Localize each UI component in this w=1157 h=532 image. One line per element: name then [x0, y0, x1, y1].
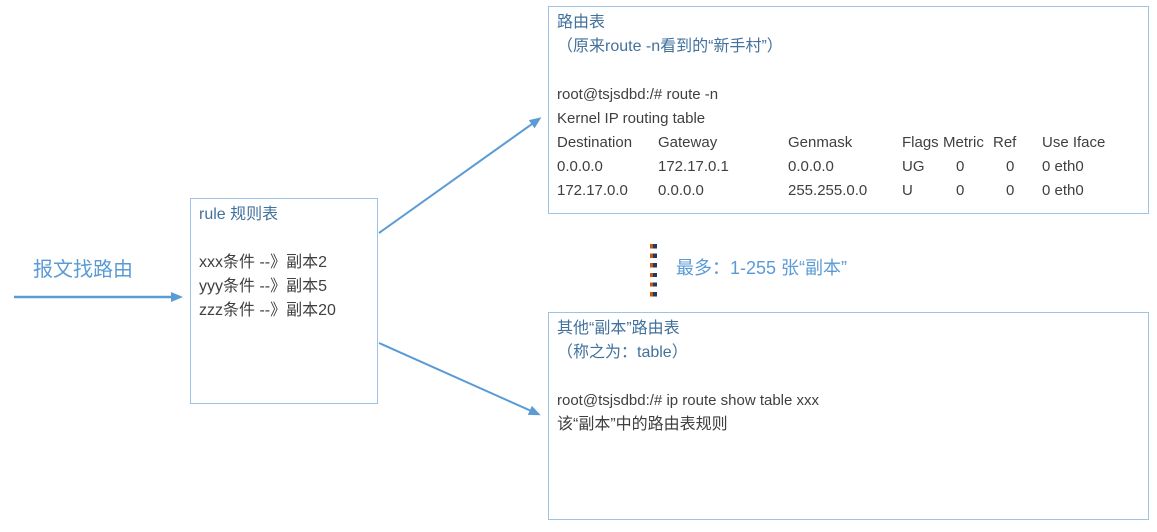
rule-table-box: rule 规则表 xxx条件 --》副本2 yyy条件 --》副本5 zzz条件… — [190, 198, 378, 404]
col-genmask: Genmask — [788, 134, 853, 151]
rule-entry-yyy: yyy条件 --》副本5 — [199, 278, 328, 295]
cell-destination: 172.17.0.0 — [557, 182, 628, 199]
cell-ref: 0 — [1006, 182, 1015, 199]
routing-table-row: 172.17.0.0 0.0.0.0 255.255.0.0 U 0 0 0 e… — [557, 179, 1140, 203]
spacer — [557, 365, 1140, 389]
cell-metric: 0 — [956, 182, 965, 199]
capacity-note: 最多：1-255 张“副本” — [676, 258, 848, 278]
other-route-table-title: 其他“副本”路由表 — [557, 320, 680, 337]
dotted-line-navy-strip — [653, 244, 657, 300]
other-route-table-description: 该“副本”中的路由表规则 — [557, 416, 728, 433]
cell-genmask: 255.255.0.0 — [788, 182, 868, 199]
spacer — [557, 59, 1140, 83]
cell-use-iface: 0 eth0 — [1042, 182, 1084, 199]
routing-table-row: 0.0.0.0 172.17.0.1 0.0.0.0 UG 0 0 0 eth0 — [557, 155, 1140, 179]
col-gateway: Gateway — [658, 134, 718, 151]
dotted-line-orange-strip — [650, 244, 653, 300]
other-route-table-subtitle: （称之为：table） — [557, 344, 688, 361]
rule-table-title: rule 规则表 — [199, 206, 279, 223]
rule-entry-xxx: xxx条件 --》副本2 — [199, 254, 328, 271]
main-route-table-subtitle: （原来route -n看到的“新手村”） — [557, 38, 783, 55]
other-route-table-box: 其他“副本”路由表 （称之为：table） root@tsjsdbd:/# ip… — [548, 312, 1149, 520]
col-ref: Ref — [993, 134, 1017, 151]
cell-flags: U — [902, 182, 913, 199]
cell-gateway: 0.0.0.0 — [658, 182, 704, 199]
col-metric: Metric — [943, 134, 984, 151]
cell-flags: UG — [902, 158, 925, 175]
packet-lookup-label: 报文找路由 — [33, 259, 133, 281]
cell-ref: 0 — [1006, 158, 1015, 175]
ellipsis-dotted-line — [650, 244, 657, 300]
cell-use-iface: 0 eth0 — [1042, 158, 1084, 175]
arrow-to-main-route-table — [378, 117, 542, 234]
cell-destination: 0.0.0.0 — [557, 158, 603, 175]
main-route-table-title: 路由表 — [557, 14, 606, 31]
rule-entry-zzz: zzz条件 --》副本20 — [199, 302, 336, 319]
cell-genmask: 0.0.0.0 — [788, 158, 834, 175]
spacer — [199, 227, 369, 251]
routing-table-caption: Kernel IP routing table — [557, 110, 706, 127]
cell-metric: 0 — [956, 158, 965, 175]
col-flags: Flags — [902, 134, 939, 151]
route-n-command: root@tsjsdbd:/# route -n — [557, 86, 719, 103]
main-route-table-box: 路由表 （原来route -n看到的“新手村”） root@tsjsdbd:/#… — [548, 6, 1149, 214]
routing-table-header: Destination Gateway Genmask Flags Metric… — [557, 131, 1140, 155]
arrow-to-other-route-table — [378, 342, 541, 416]
cell-gateway: 172.17.0.1 — [658, 158, 729, 175]
col-destination: Destination — [557, 134, 633, 151]
col-use-iface: Use Iface — [1042, 134, 1106, 151]
ip-route-show-command: root@tsjsdbd:/# ip route show table xxx — [557, 392, 820, 409]
